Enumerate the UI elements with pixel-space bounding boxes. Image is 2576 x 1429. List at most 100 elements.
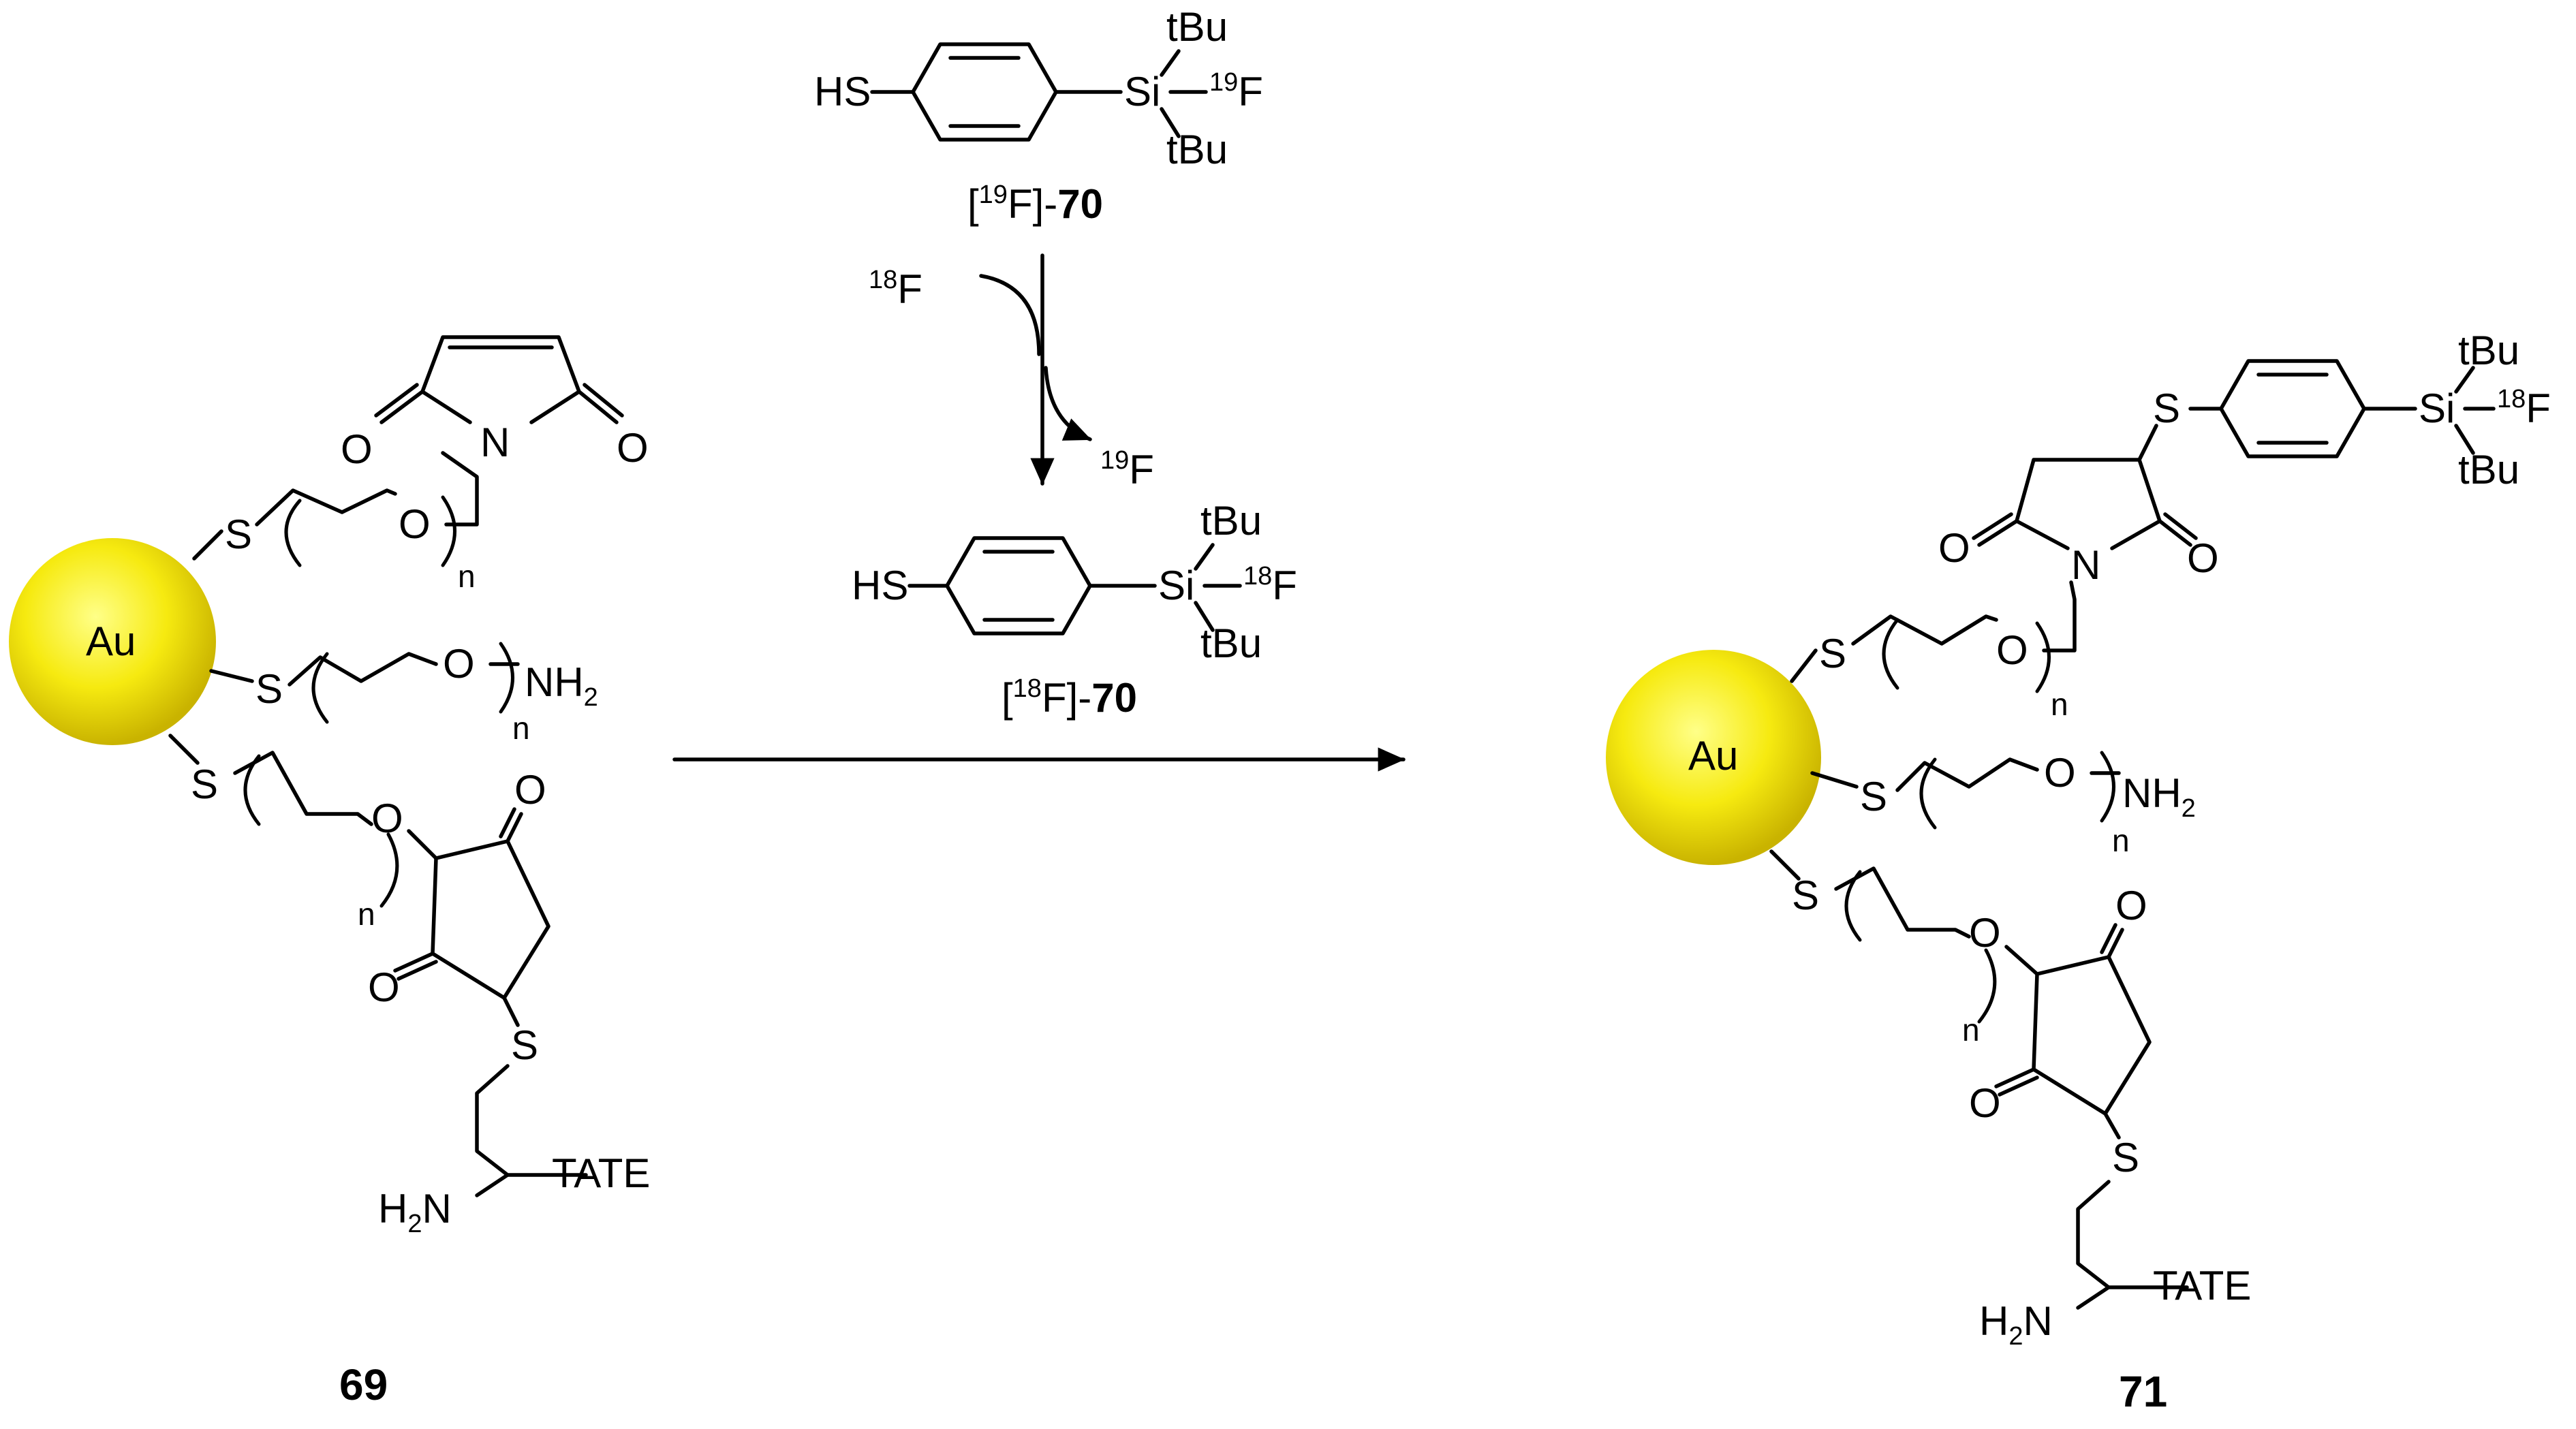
outgoing-curve (1044, 366, 1092, 441)
au-label-71: Au (1688, 733, 1738, 779)
h2n-69: H2N (378, 1186, 452, 1238)
incoming-curve (979, 274, 1041, 356)
ketone-top-o-71: O (2115, 883, 2147, 928)
chain3-close-paren-69 (379, 832, 399, 908)
label-18f70: [18F]-70 (1002, 674, 1137, 721)
maleimide-n-69: N (480, 420, 510, 465)
hs-19f70: HS (814, 69, 871, 114)
compound-69: Au S O n N O O S O n NH2 S O n O O (9, 335, 650, 1409)
ketone-top-69 (499, 807, 523, 843)
aryl-s-71: S (2153, 386, 2180, 431)
maleimide-o-left-69: O (341, 426, 373, 472)
f18-18f70: 18F (1243, 562, 1297, 608)
chain2-nh2-69: NH2 (525, 659, 598, 712)
chain3-close-paren-71 (1977, 948, 1997, 1024)
maleimide-o-right-69: O (617, 425, 649, 471)
au-label-69: Au (86, 618, 136, 664)
cyclopentane-ring-71 (2032, 955, 2152, 1116)
tbu-top-19f70: tBu (1166, 4, 1228, 50)
compound-number-71: 71 (2119, 1367, 2167, 1416)
chain2-close-paren-71 (2100, 751, 2115, 823)
chain2-n-69: n (512, 710, 530, 746)
chain3-s-69: S (191, 761, 218, 807)
chain2-n-71: n (2112, 823, 2130, 858)
reagent-18F-70: HS Si tBu 18F tBu [18F]-70 (852, 498, 1297, 721)
si-bonds-71 (2454, 366, 2496, 455)
gold-nanoparticle-69 (9, 538, 216, 745)
chain3-n-69: n (358, 896, 375, 932)
si-bonds-19f70 (1160, 49, 1208, 138)
succinimide-co-right-71 (2158, 512, 2198, 547)
ketone-left-71 (1994, 1067, 2039, 1097)
isotope-exchange: 18F 19F (869, 253, 1154, 492)
ring-19f70 (870, 42, 1123, 142)
si-71: Si (2419, 386, 2455, 431)
chain1-close-paren-69 (441, 495, 456, 567)
si-18f70: Si (1158, 563, 1194, 608)
thioether-71 (2076, 1112, 2189, 1289)
tate-71: TATE (2153, 1263, 2251, 1308)
chain2-open-paren-69 (311, 652, 329, 724)
tate-69: TATE (552, 1150, 650, 1196)
maleimide-ring-69 (420, 335, 581, 424)
aryl-ring-71 (2219, 359, 2417, 458)
chain3-n-71: n (1962, 1012, 1980, 1048)
tbu-bottom-71: tBu (2458, 447, 2519, 492)
succinimide-co-left-71 (1972, 512, 2019, 547)
thioether-s-71: S (2112, 1135, 2139, 1180)
amine-bond-71 (2076, 1285, 2111, 1310)
chain2-o-69: O (443, 641, 475, 687)
chain3-bonds-69 (168, 734, 438, 860)
amine-bond-69 (475, 1173, 510, 1197)
chain2-o-71: O (2044, 750, 2076, 796)
aryl-linker-71 (2137, 407, 2223, 462)
chain2-bonds-71 (1810, 757, 2121, 792)
chain3-s-71: S (1792, 873, 1819, 918)
reagent-19F-70: HS Si tBu 19F tBu [19F]-70 (814, 4, 1263, 227)
tbu-bottom-19f70: tBu (1166, 127, 1228, 172)
thioether-s-69: S (511, 1022, 538, 1068)
f18-71: 18F (2497, 385, 2551, 431)
tbu-top-18f70: tBu (1200, 498, 1262, 544)
chain2-nh2-71: NH2 (2122, 770, 2196, 823)
chain2-bonds-69 (209, 652, 520, 687)
chain1-bonds-71 (1790, 580, 2077, 683)
chain1-open-paren-69 (284, 499, 302, 567)
chain2-close-paren-69 (499, 642, 514, 714)
thioether-69 (475, 996, 588, 1177)
chain1-o-71: O (1996, 627, 2028, 673)
hs-18f70: HS (852, 563, 908, 608)
succinimide-n-71: N (2071, 542, 2100, 588)
chain2-s-69: S (255, 666, 283, 712)
ketone-top-o-69: O (514, 767, 546, 813)
compound-71: Au S O n N O O S Si tBu 18F tBu S O n NH… (1606, 328, 2551, 1416)
tbu-bottom-18f70: tBu (1200, 621, 1262, 666)
si-19f70: Si (1124, 69, 1160, 114)
succinimide-o-left-71: O (1938, 525, 1970, 571)
succinimide-o-right-71: O (2187, 535, 2219, 581)
chain1-o-69: O (399, 501, 431, 547)
ketone-left-o-69: O (368, 964, 400, 1010)
f19-out: 19F (1100, 446, 1154, 492)
chain1-open-paren-71 (1882, 618, 1899, 690)
succinimide-ring-71 (2015, 458, 2162, 550)
ketone-left-69 (393, 952, 438, 981)
chain2-s-71: S (1860, 774, 1887, 819)
chain1-close-paren-71 (2035, 621, 2051, 693)
compound-number-69: 69 (339, 1360, 388, 1409)
cyclopentane-ring-69 (431, 839, 550, 1000)
si-bonds-18f70 (1194, 543, 1242, 632)
h2n-71: H2N (1979, 1298, 2053, 1351)
chain3-open-paren-71 (1844, 870, 1862, 942)
f18-in: 18F (869, 266, 922, 312)
chain1-s-71: S (1819, 631, 1846, 676)
maleimide-co-right-69 (577, 383, 624, 424)
f19-19f70: 19F (1209, 68, 1263, 114)
chain3-open-paren-69 (243, 754, 261, 826)
gold-nanoparticle-71 (1606, 650, 1821, 865)
tbu-top-71: tBu (2458, 328, 2519, 373)
chain1-n-71: n (2051, 687, 2068, 722)
chain3-o-71: O (1969, 910, 2001, 956)
chain1-s-69: S (225, 512, 252, 557)
